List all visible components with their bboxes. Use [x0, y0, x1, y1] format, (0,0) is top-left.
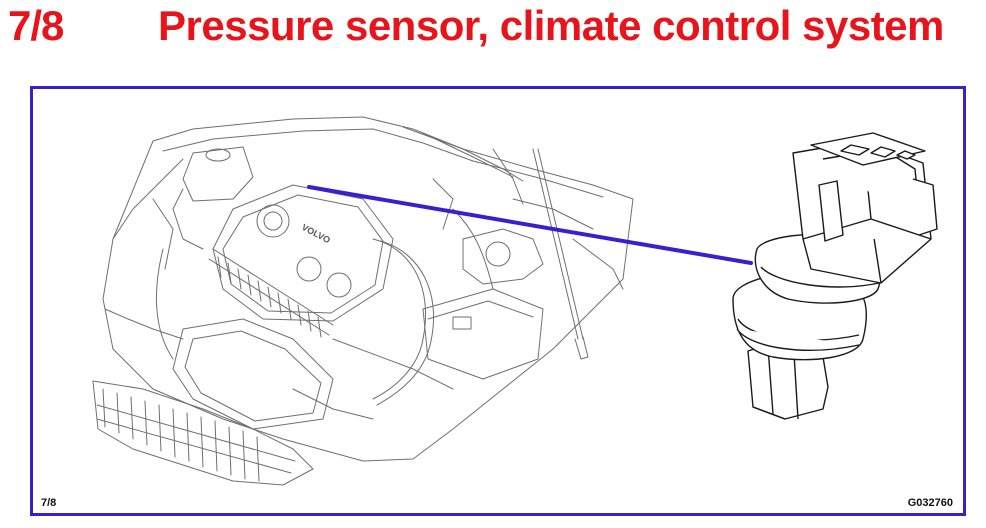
page-number: 7/8	[8, 2, 64, 49]
figure-footer-right: G032760	[908, 497, 953, 509]
volvo-badge-text: VOLVO	[300, 222, 332, 245]
pressure-sensor-illustration	[732, 132, 938, 420]
engine-bay-illustration: VOLVO	[41, 116, 953, 509]
figure-footer-left: 7/8	[41, 497, 56, 509]
page-title: Pressure sensor, climate control system	[158, 2, 944, 49]
leader-line	[307, 185, 753, 265]
illustration-frame: VOLVO	[30, 86, 966, 516]
